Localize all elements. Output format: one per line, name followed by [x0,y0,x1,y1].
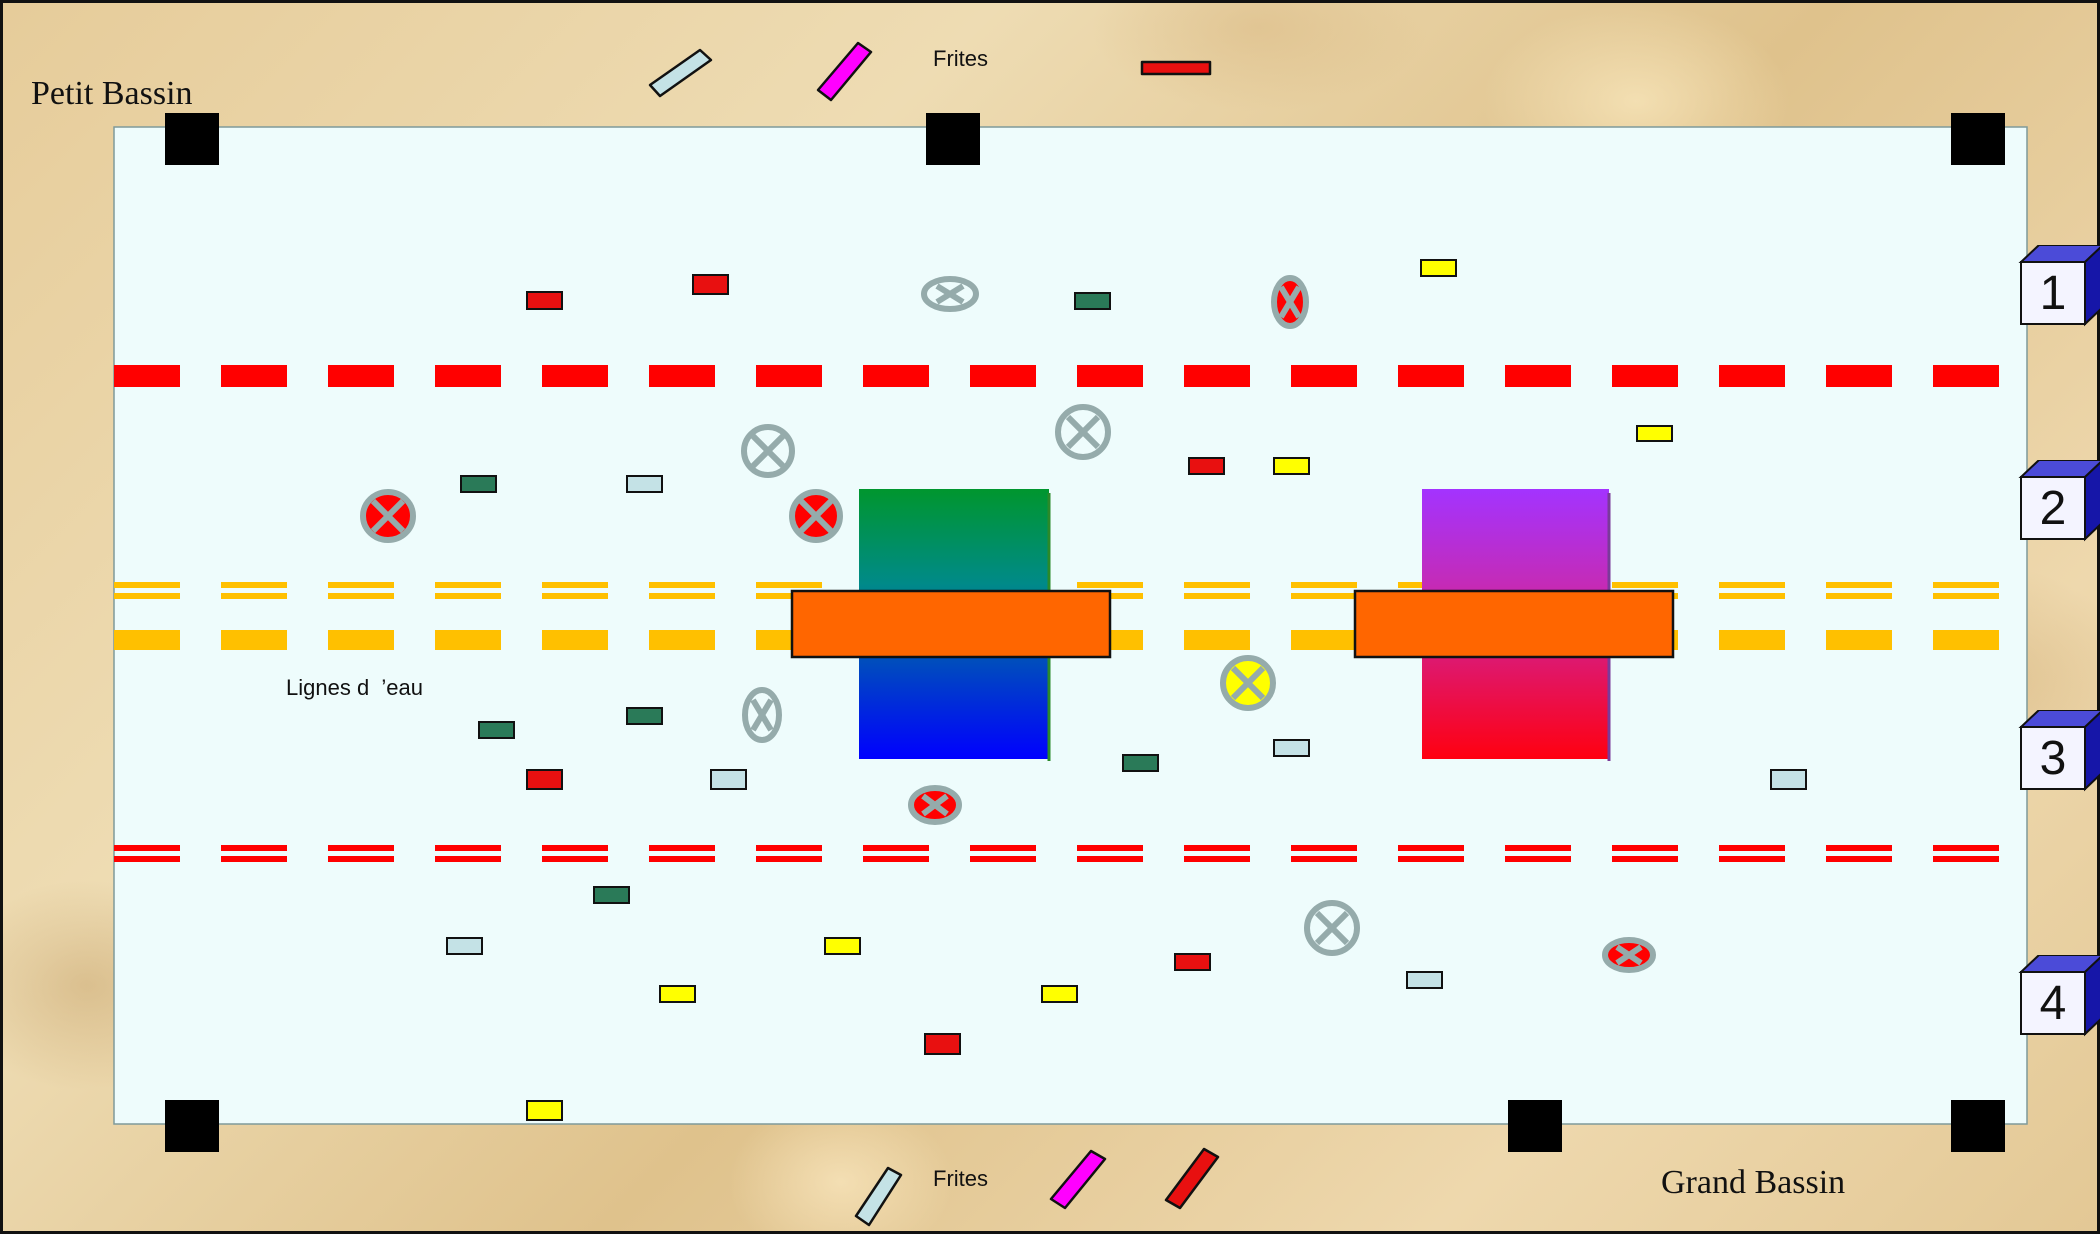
float-board-right [1355,591,1673,657]
hoop-target-icon [1307,903,1357,953]
pool-noodle-icon [1051,1151,1105,1208]
token-yellow [1042,986,1077,1002]
token-lightblue [1274,740,1309,756]
token-red [1175,954,1210,970]
token-yellow [660,986,695,1002]
token-lightblue [627,476,662,492]
float-board-left [792,591,1110,657]
frites-bottom-label: Frites [933,1166,988,1192]
corner-anchor-icon [1508,1100,1562,1152]
token-green [1075,293,1110,309]
hoop-target-icon [792,492,840,540]
token-green [1123,755,1158,771]
corner-anchor-icon [165,113,219,165]
frites-bottom [856,1149,1218,1225]
lane-block-number: 1 [2021,262,2085,324]
lignes-deau-label: Lignes d ’eau [286,675,423,701]
hoop-target-icon [1274,278,1306,326]
token-lightblue [1771,770,1806,789]
hoop-target-icon [1058,407,1108,457]
pool-noodle-icon [1142,62,1210,74]
token-yellow [1637,426,1672,441]
pool-noodle-icon [856,1168,901,1225]
lane-block-number: 2 [2021,477,2085,539]
hoop-target-icon [1605,940,1653,970]
lane-block-number: 3 [2021,727,2085,789]
token-green [479,722,514,738]
token-red [693,275,728,294]
hoop-target-icon [924,279,976,309]
lane-block-4: 4 [2015,955,2100,1037]
token-green [461,476,496,492]
pool-noodle-icon [818,43,871,100]
token-green [594,887,629,903]
token-lightblue [447,938,482,954]
token-yellow [527,1101,562,1120]
token-red [527,292,562,309]
lane-block-number: 4 [2021,972,2085,1034]
frites-top-label: Frites [933,46,988,72]
pool-noodle-icon [650,50,711,96]
hoop-target-icon [745,690,779,740]
token-red [1189,458,1224,474]
grand-bassin-label: Grand Bassin [1661,1164,1845,1202]
hoop-target-icon [363,492,413,540]
lane-block-1: 1 [2015,245,2100,327]
token-yellow [825,938,860,954]
pool-layout [3,3,2100,1237]
corner-anchor-icon [926,113,980,165]
token-lightblue [1407,972,1442,988]
token-red [527,770,562,789]
hoop-target-icon [1223,658,1273,708]
pool-noodle-icon [1166,1149,1218,1208]
lane-block-3: 3 [2015,710,2100,792]
token-green [627,708,662,724]
token-yellow [1421,260,1456,276]
petit-bassin-label: Petit Bassin [31,75,193,113]
corner-anchor-icon [1951,113,2005,165]
corner-anchor-icon [165,1100,219,1152]
corner-anchor-icon [1951,1100,2005,1152]
hoop-target-icon [911,788,959,822]
hoop-target-icon [744,427,792,475]
token-red [925,1034,960,1054]
token-lightblue [711,770,746,789]
frites-top [650,43,1210,100]
token-yellow [1274,458,1309,474]
lane-block-2: 2 [2015,460,2100,542]
